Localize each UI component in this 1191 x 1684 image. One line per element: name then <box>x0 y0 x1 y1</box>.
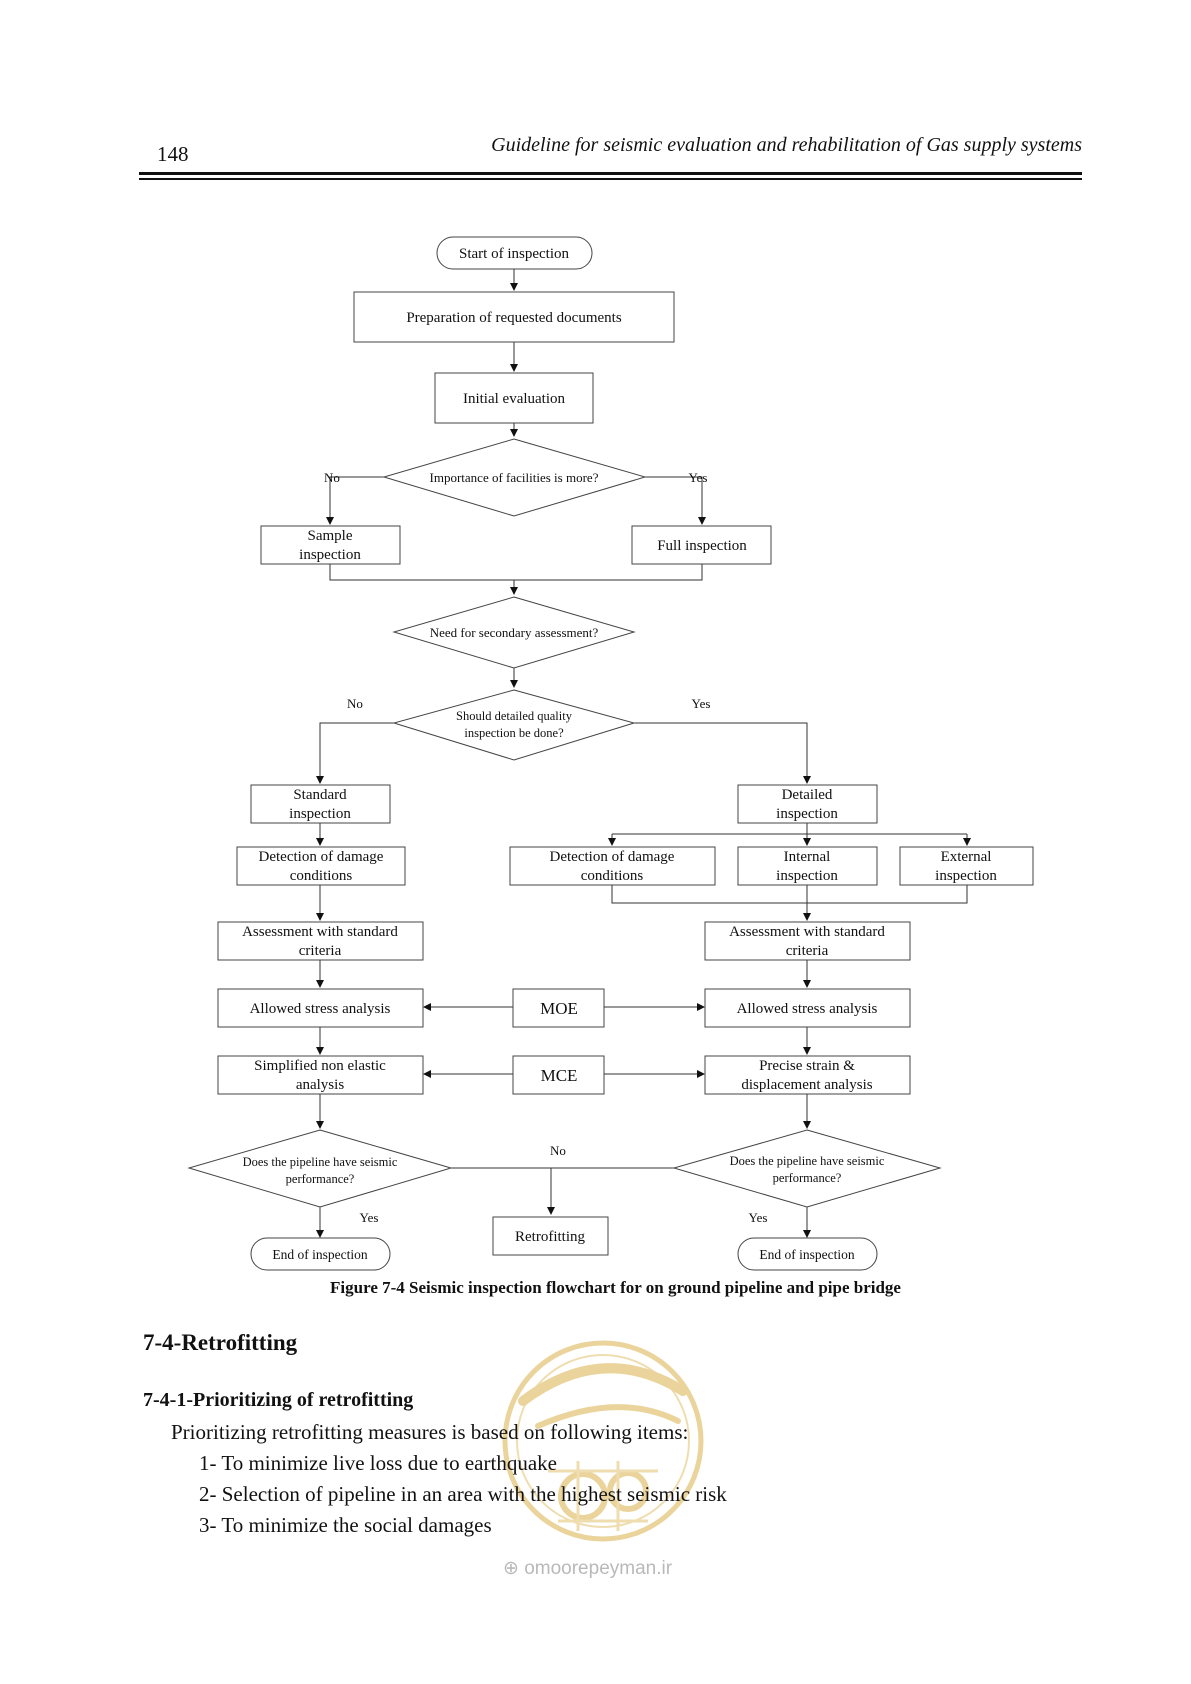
assess-left-box <box>217 921 424 961</box>
external-label-1: External <box>941 849 992 865</box>
external-label-2: inspection <box>935 868 997 884</box>
header-rule-thin <box>139 178 1082 180</box>
stress-right-label: Allowed stress analysis <box>737 1001 878 1017</box>
mce-label: MCE <box>541 1066 578 1085</box>
connector-no-to-sample <box>326 476 384 525</box>
perf-left-label-1: Does the pipeline have seismic <box>243 1155 398 1169</box>
figure-caption: Figure 7-4 Seismic inspection flowchart … <box>330 1278 901 1297</box>
standard-label-2: inspection <box>289 806 351 822</box>
inspection-flowchart: Start of inspection Preparation of reque… <box>187 236 1034 1271</box>
connector-yes-to-full <box>645 476 706 525</box>
simplified-label-1: Simplified non elastic <box>254 1058 386 1074</box>
prep-docs-label: Preparation of requested documents <box>406 310 622 326</box>
moe-label: MOE <box>540 999 578 1018</box>
end-left-terminal <box>250 1237 391 1271</box>
perf-right-decision <box>672 1129 942 1208</box>
assess-left-label-2: criteria <box>299 943 342 959</box>
secondary-decision <box>392 596 636 669</box>
end-right-label: End of inspection <box>759 1247 854 1262</box>
retrofitting-box <box>492 1216 609 1256</box>
subsection-heading: 7-4-1-Prioritizing of retrofitting <box>143 1389 414 1411</box>
perf-left-decision <box>187 1129 453 1208</box>
assess-left-label-1: Assessment with standard <box>242 924 398 940</box>
list-item: 1- To minimize live loss due to earthqua… <box>199 1451 557 1475</box>
header-rule-thick <box>139 172 1082 175</box>
detailed-label-2: inspection <box>776 806 838 822</box>
stress-left-label: Allowed stress analysis <box>250 1001 391 1017</box>
detect-right-box <box>509 846 716 886</box>
detect-right-label-1: Detection of damage <box>550 849 675 865</box>
yes-label-left: Yes <box>360 1210 379 1225</box>
yes-label-1: Yes <box>689 470 708 485</box>
precise-box <box>704 1055 911 1095</box>
no-label-2: No <box>347 696 363 711</box>
perf-right-label-2: performance? <box>773 1171 842 1185</box>
end-left-label: End of inspection <box>272 1247 367 1262</box>
full-inspection-box <box>631 525 772 565</box>
list-item: 2- Selection of pipeline in an area with… <box>199 1482 727 1506</box>
precise-label-2: displacement analysis <box>741 1077 872 1093</box>
quality-decision <box>392 689 636 761</box>
assess-right-label-1: Assessment with standard <box>729 924 885 940</box>
start-label: Start of inspection <box>459 246 569 262</box>
intro-paragraph: Prioritizing retrofitting measures is ba… <box>171 1420 689 1444</box>
end-right-terminal <box>737 1237 878 1271</box>
stress-left-box <box>217 988 424 1028</box>
page-number: 148 <box>157 142 189 166</box>
quality-label-1: Should detailed quality <box>456 709 573 723</box>
standard-label-1: Standard <box>293 787 347 803</box>
importance-decision <box>382 438 647 517</box>
perf-right-label-1: Does the pipeline have seismic <box>730 1154 885 1168</box>
moe-box <box>512 988 605 1028</box>
start-terminal <box>436 236 593 270</box>
connector-merge <box>329 563 703 581</box>
precise-label-1: Precise strain & <box>759 1058 855 1074</box>
internal-inspection-box <box>737 846 878 886</box>
yes-label-2: Yes <box>692 696 711 711</box>
no-label-1: No <box>324 470 340 485</box>
section-heading: 7-4-Retrofitting <box>143 1330 298 1355</box>
initial-eval-label: Initial evaluation <box>463 391 566 407</box>
importance-label: Importance of facilities is more? <box>430 470 599 485</box>
retrofitting-label: Retrofitting <box>515 1229 585 1245</box>
internal-label-1: Internal <box>784 849 831 865</box>
connector-yes-to-detailed <box>634 722 811 784</box>
assess-right-label-2: criteria <box>786 943 829 959</box>
detailed-inspection-box <box>737 784 878 824</box>
internal-label-2: inspection <box>776 868 838 884</box>
sample-label-2: inspection <box>299 547 361 563</box>
detect-left-box <box>236 846 406 886</box>
detect-right-label-2: conditions <box>581 868 644 884</box>
sample-inspection-box <box>260 525 401 565</box>
simplified-box <box>217 1055 424 1095</box>
connector-right-merge <box>611 885 968 904</box>
detect-left-label-2: conditions <box>290 868 353 884</box>
watermark-text: ⊕ omoorepeyman.ir <box>503 1558 673 1579</box>
no-label-3: No <box>550 1143 566 1158</box>
assess-right-box <box>704 921 911 961</box>
secondary-label: Need for secondary assessment? <box>430 625 599 640</box>
initial-eval-box <box>434 372 594 424</box>
sample-label-1: Sample <box>308 528 353 544</box>
mce-box <box>512 1055 605 1095</box>
simplified-label-2: analysis <box>296 1077 344 1093</box>
detailed-label-1: Detailed <box>782 787 833 803</box>
external-inspection-box <box>899 846 1034 886</box>
yes-label-right: Yes <box>749 1210 768 1225</box>
quality-label-2: inspection be done? <box>464 726 564 740</box>
stress-right-box <box>704 988 911 1028</box>
perf-left-label-2: performance? <box>286 1172 355 1186</box>
prep-docs-box <box>353 291 675 343</box>
list-item: 3- To minimize the social damages <box>199 1513 492 1537</box>
connector-no-to-standard <box>316 722 394 784</box>
running-header-title: Guideline for seismic evaluation and reh… <box>491 134 1082 156</box>
standard-inspection-box <box>250 784 391 824</box>
detect-left-label-1: Detection of damage <box>259 849 384 865</box>
watermark-logo <box>502 1340 704 1542</box>
full-inspection-label: Full inspection <box>657 538 747 554</box>
